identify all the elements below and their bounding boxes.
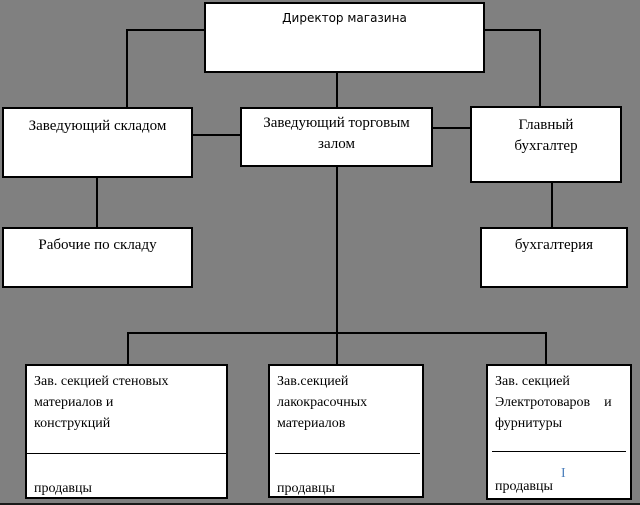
connector-warehouse-manager-to-warehouse-workers: [96, 177, 98, 227]
section-head-line: материалов и: [34, 395, 114, 410]
node-warehouse-workers[interactable]: Рабочие по складу: [2, 227, 193, 288]
section-head-line: фурнитуры: [495, 416, 563, 431]
connector-chief-accountant-to-accounting: [551, 182, 553, 227]
node-sales-floor-manager[interactable]: Заведующий торговым залом: [240, 107, 433, 167]
section-head-line: конструкций: [34, 416, 111, 431]
connector-sections-distribution-line: [127, 332, 547, 334]
node-section-electrical[interactable]: Зав. секцией Электротоваров и фурнитуры …: [486, 364, 632, 500]
node-chief-accountant[interactable]: Главный бухгалтер: [470, 106, 622, 183]
node-accounting-label: бухгалтерия: [514, 237, 594, 253]
section-divider-line: [27, 453, 226, 454]
connector-sales-floor-manager-to-chief-accountant: [433, 127, 470, 129]
node-sales-floor-manager-label-line1: Заведующий торговым: [263, 115, 410, 131]
section-head-line: Зав. секцией: [495, 374, 570, 389]
section-staff-label: продавцы: [34, 481, 92, 496]
connector-drop-to-wall-materials-section: [127, 332, 129, 364]
connector-director-to-warehouse-manager-horizontal: [126, 29, 206, 31]
section-head-line: Зав.секцией: [277, 374, 349, 389]
section-head-line: лакокрасочных: [277, 395, 368, 410]
section-staff-label: продавцы: [277, 481, 335, 496]
section-divider-line: [492, 451, 626, 452]
node-warehouse-manager-label: Заведующий складом: [28, 118, 167, 134]
canvas-bottom-border: [0, 503, 640, 505]
node-section-wall-materials[interactable]: Зав. секцией стеновых материалов и конст…: [25, 364, 228, 499]
section-head-line: материалов: [277, 416, 346, 431]
section-staff-label: продавцы: [495, 479, 553, 494]
node-warehouse-workers-label: Рабочие по складу: [38, 237, 157, 253]
node-director[interactable]: Директор магазина: [204, 2, 485, 73]
connector-director-to-chief-accountant-vertical: [539, 29, 541, 106]
node-accounting[interactable]: бухгалтерия: [480, 227, 628, 288]
section-head-line: Электротоваров и: [495, 395, 612, 410]
node-chief-accountant-label-line2: бухгалтер: [514, 138, 578, 154]
connector-director-to-sales-floor-manager: [336, 72, 338, 107]
connector-drop-to-electrical-section: [545, 332, 547, 364]
connector-director-to-warehouse-manager-vertical: [126, 29, 128, 107]
node-sales-floor-manager-label-line2: залом: [318, 136, 355, 152]
node-warehouse-manager[interactable]: Заведующий складом: [2, 107, 193, 178]
node-chief-accountant-label-line1: Главный: [518, 117, 574, 133]
connector-warehouse-manager-to-sales-floor-manager: [193, 134, 240, 136]
section-divider-line: [275, 453, 420, 454]
connector-director-to-chief-accountant-horizontal: [483, 29, 541, 31]
node-section-paint-materials[interactable]: Зав.секцией лакокрасочных материалов про…: [268, 364, 424, 498]
connector-sales-floor-manager-to-sections: [336, 166, 338, 364]
text-cursor-icon: [561, 466, 569, 481]
node-director-label: Директор магазина: [282, 11, 407, 25]
section-head-line: Зав. секцией стеновых: [34, 374, 169, 389]
